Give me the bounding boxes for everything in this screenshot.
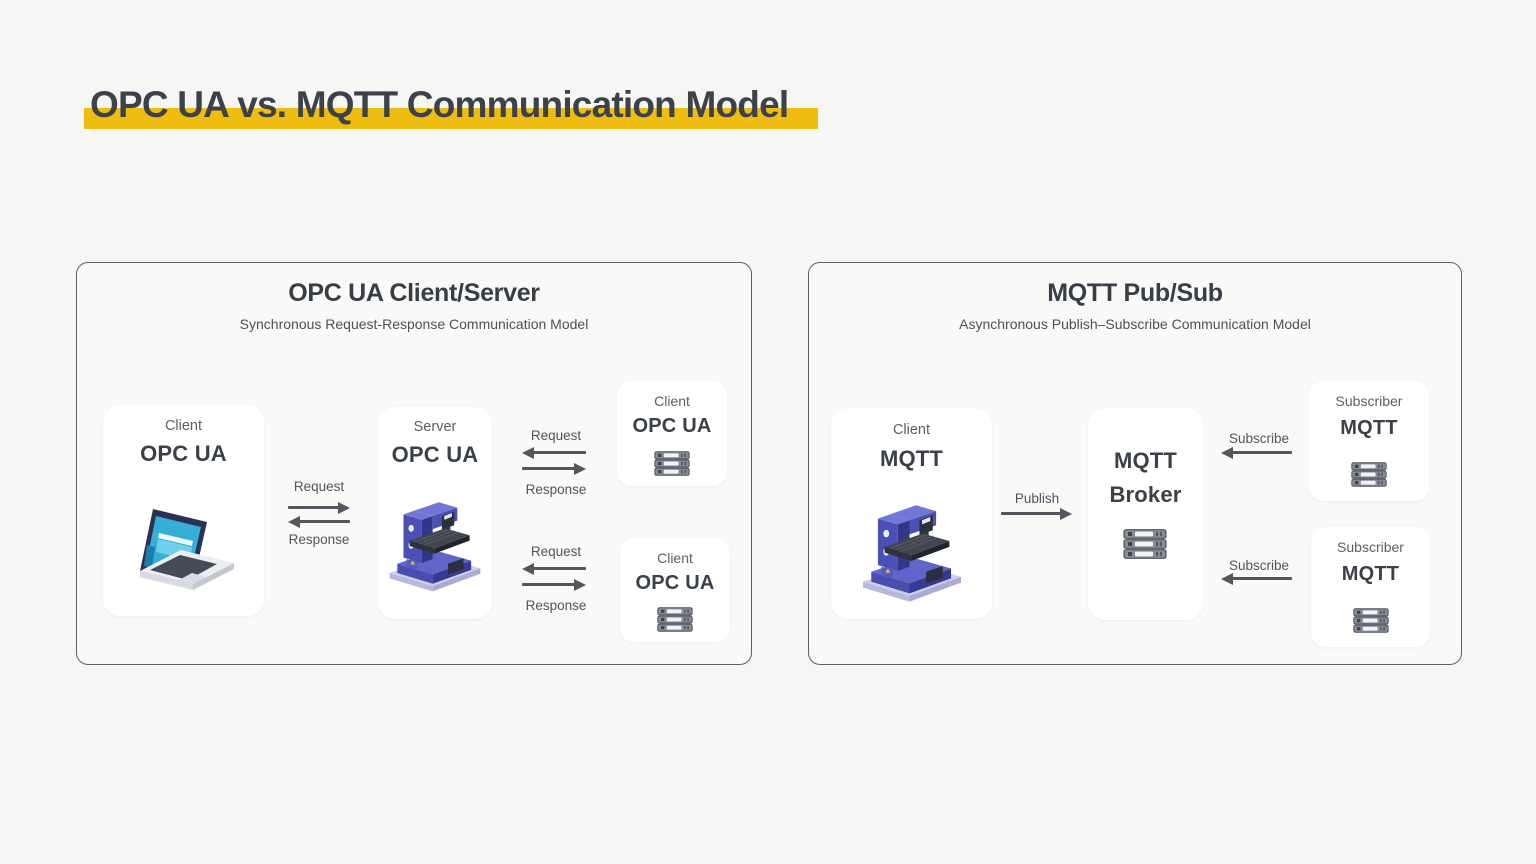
- request-arrow: [533, 451, 586, 454]
- response-arrow: [522, 583, 575, 586]
- server-stack-icon: [657, 607, 693, 632]
- protocol-label: MQTT: [1113, 448, 1178, 473]
- server-stack-icon: [1123, 529, 1167, 559]
- role-label: Subscriber: [1335, 393, 1403, 409]
- page-title: OPC UA vs. MQTT Communication Model: [90, 84, 789, 125]
- card-opcua-remote-client-1: Client OPC UA: [617, 381, 727, 486]
- card-mqtt-subscriber-2: Subscriber MQTT: [1311, 527, 1430, 647]
- protocol-label: MQTT: [879, 446, 944, 471]
- cnc-machine-icon: [858, 491, 966, 611]
- role-label: Server: [413, 419, 457, 435]
- publish-label: Publish: [1014, 491, 1060, 506]
- subscribe-arrow: [1232, 577, 1292, 580]
- server-stack-icon: [1351, 462, 1387, 487]
- laptop-icon: [122, 501, 246, 605]
- protocol-label: OPC UA: [391, 442, 479, 467]
- mqtt-panel-title: MQTT Pub/Sub: [1047, 279, 1223, 307]
- request-arrow: [288, 506, 339, 509]
- request-label: Request: [530, 544, 582, 559]
- card-mqtt-client: Client MQTT: [831, 408, 992, 619]
- subscribe-label: Subscribe: [1228, 558, 1290, 573]
- role-label: Client: [892, 422, 931, 438]
- response-label: Response: [525, 598, 587, 613]
- protocol-label: OPC UA: [635, 572, 715, 594]
- subscribe-arrow: [1232, 451, 1292, 454]
- server-stack-icon: [1353, 608, 1389, 633]
- publish-arrow: [1001, 512, 1061, 515]
- protocol-label: MQTT: [1340, 417, 1398, 439]
- card-opcua-remote-client-2: Client OPC UA: [620, 538, 730, 642]
- request-arrow: [533, 567, 586, 570]
- subscribe-label: Subscribe: [1228, 431, 1290, 446]
- title-block: OPC UA vs. MQTT Communication Model: [84, 84, 818, 129]
- server-stack-icon: [654, 451, 690, 476]
- role-label: Broker: [1109, 482, 1182, 507]
- role-label: Subscriber: [1337, 539, 1404, 555]
- role-label: Client: [654, 393, 690, 409]
- card-opcua-client: Client OPC UA: [103, 405, 264, 616]
- protocol-label: MQTT: [1341, 563, 1400, 585]
- opcua-panel-subtitle: Synchronous Request-Response Communicati…: [239, 316, 589, 332]
- role-label: Client: [657, 550, 693, 566]
- title-highlight: [84, 108, 818, 129]
- response-label: Response: [288, 532, 350, 547]
- protocol-label: OPC UA: [140, 441, 227, 466]
- opcua-panel-title: OPC UA Client/Server: [288, 279, 540, 307]
- card-mqtt-subscriber-1: Subscriber MQTT: [1309, 381, 1429, 501]
- panel-opcua-client-server: OPC UA Client/Server Synchronous Request…: [76, 262, 752, 665]
- request-label: Request: [530, 428, 582, 443]
- card-mqtt-broker: MQTT Broker: [1088, 408, 1203, 620]
- response-arrow: [522, 467, 575, 470]
- response-label: Response: [525, 482, 587, 497]
- mqtt-panel-subtitle: Asynchronous Publish–Subscribe Communica…: [959, 316, 1311, 332]
- response-arrow: [299, 520, 350, 523]
- protocol-label: OPC UA: [632, 415, 712, 437]
- card-opcua-server: Server OPC UA: [378, 407, 492, 619]
- panel-mqtt-pubsub: MQTT Pub/Sub Asynchronous Publish–Subscr…: [808, 262, 1462, 665]
- request-label: Request: [293, 479, 345, 494]
- cnc-machine-icon: [385, 487, 485, 602]
- role-label: Client: [164, 418, 203, 434]
